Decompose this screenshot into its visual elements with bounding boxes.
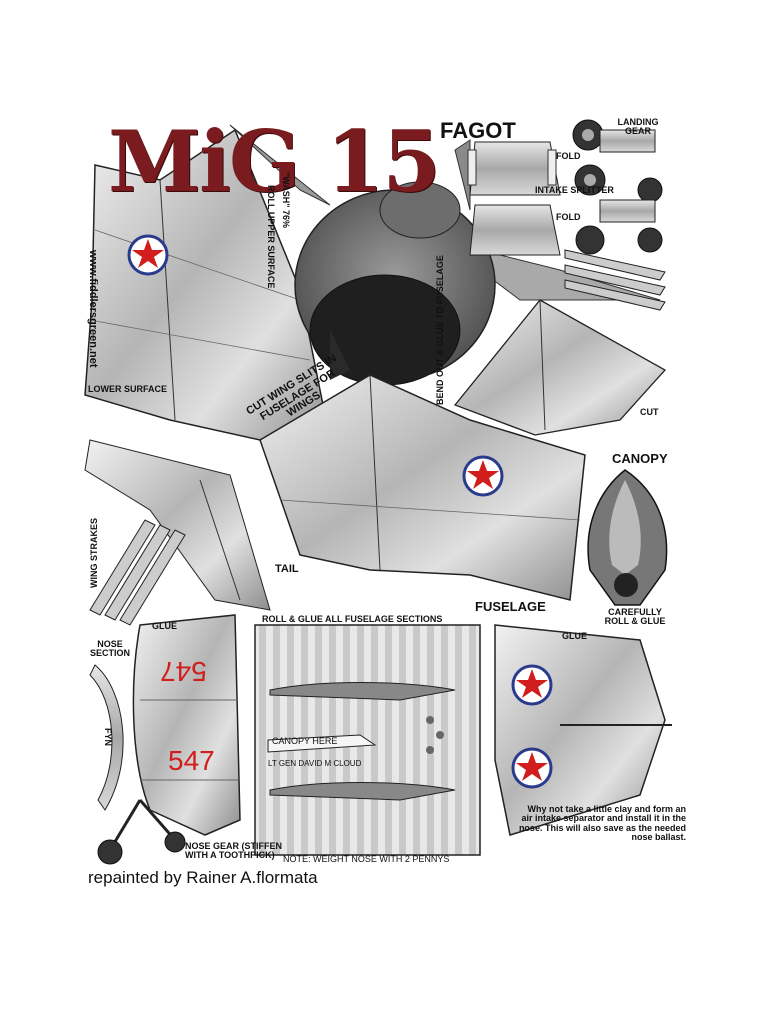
- lower-surface-part: [84, 439, 271, 611]
- tail-number-inverted: 547: [160, 656, 207, 687]
- tail-fin-part: [132, 614, 241, 836]
- pilot-name-label: LT GEN DAVID M CLOUD: [268, 759, 362, 768]
- bend-out-label: BEND OUT & GLUE TO FUSELAGE: [435, 255, 445, 405]
- rear-fuselage-part: [494, 624, 672, 836]
- fyn-label: FYN: [103, 728, 113, 746]
- roll-glue-all-label: ROLL & GLUE ALL FUSELAGE SECTIONS: [262, 614, 443, 624]
- wing-strakes-label: WING STRAKES: [89, 517, 99, 588]
- right-wing-part: [259, 374, 586, 601]
- left-wing-part: [84, 128, 331, 441]
- roll-upper-label: ROLL UPPER SURFACE: [266, 185, 276, 289]
- model-subtitle: FAGOT: [440, 118, 516, 143]
- weight-note-label: NOTE: WEIGHT NOSE WITH 2 PENNYS: [283, 854, 450, 864]
- website-label: www.fiddlersgreen.net: [87, 250, 99, 368]
- landing-gear-label: LANDING GEAR: [617, 117, 659, 137]
- cut-label: CUT: [640, 407, 659, 417]
- fold-label-1: FOLD: [556, 151, 581, 161]
- intake-parts: [467, 141, 561, 256]
- glue-label-fuselage: GLUE: [562, 631, 588, 641]
- intake-splitter-label: INTAKE SPLITTER: [535, 185, 614, 195]
- tail-number: 547: [168, 745, 215, 776]
- small-strakes: [564, 249, 666, 311]
- canopy-part: [587, 469, 668, 606]
- carefully-roll-label: CAREFULLY ROLL & GLUE: [604, 607, 666, 627]
- clay-note: Why not take a little clay and form an a…: [518, 804, 686, 843]
- nose-gear-label: NOSE GEAR (STIFFEN WITH A TOOTHPICK): [185, 841, 283, 861]
- landing-gear-parts: [572, 119, 663, 255]
- tailplane-part: [453, 299, 667, 436]
- model-title: MiG 15: [108, 112, 441, 211]
- nose-section-part: [89, 664, 124, 811]
- wing-strakes-parts: [89, 519, 186, 626]
- fold-label-2: FOLD: [556, 212, 581, 222]
- nose-section-label: NOSE SECTION: [89, 639, 130, 659]
- tail-label: TAIL: [275, 563, 299, 575]
- nose-gear-part: [97, 799, 186, 865]
- fuselage-label: FUSELAGE: [475, 599, 546, 614]
- lower-surface-label: LOWER SURFACE: [88, 384, 168, 394]
- canopy-here-label: CANOPY HERE: [272, 736, 338, 746]
- canopy-label: CANOPY: [612, 451, 668, 466]
- credit-text: repainted by Rainer A.flormata: [88, 868, 318, 887]
- center-fuselage-part: [254, 624, 481, 856]
- glue-label-tail: GLUE: [152, 621, 178, 631]
- wash-label: "WASH" 76%: [281, 172, 291, 229]
